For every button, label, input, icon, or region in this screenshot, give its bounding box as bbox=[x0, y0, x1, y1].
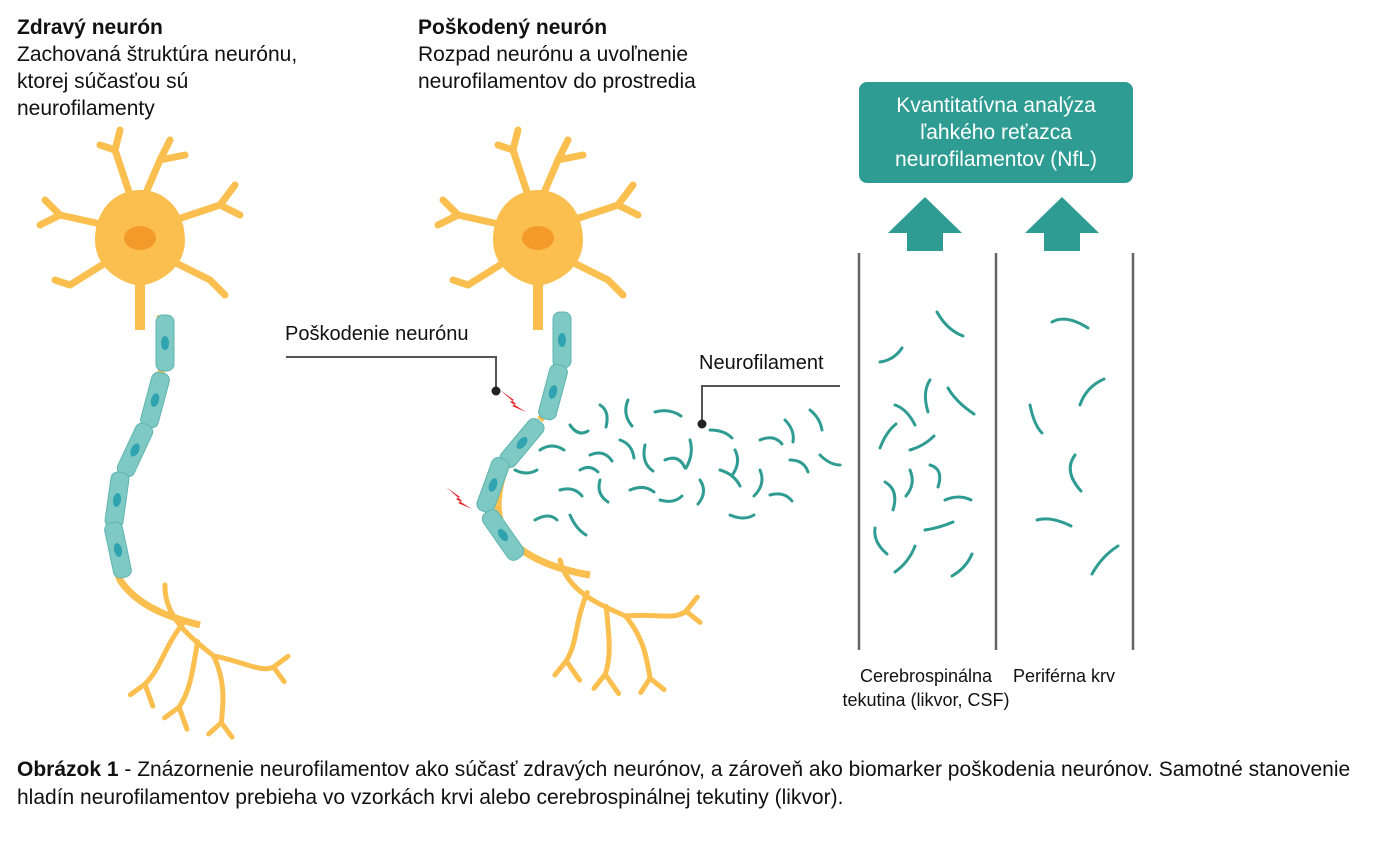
caption-label: Obrázok 1 bbox=[17, 758, 119, 781]
damaged-neuron-illustration bbox=[438, 130, 704, 700]
callout-dot bbox=[491, 386, 501, 396]
arrow-up-icon bbox=[888, 197, 962, 251]
healthy-title: Zdravý neurón bbox=[17, 16, 163, 39]
caption-text: Znázornenie neurofilamentov ako súčasť z… bbox=[17, 758, 1351, 809]
sample-columns bbox=[857, 253, 1135, 650]
blood-filaments bbox=[1028, 317, 1120, 576]
healthy-description: Zachovaná štruktúra neurónu, ktorej súča… bbox=[17, 43, 298, 120]
damaged-title: Poškodený neurón bbox=[418, 16, 608, 39]
lightning-icon bbox=[500, 390, 526, 412]
arrow-up-icon bbox=[1025, 197, 1099, 251]
callout-neurofilament: Neurofilament bbox=[699, 352, 824, 374]
callout-neuron-damage: Poškodenie neurónu bbox=[285, 323, 469, 345]
csf-label: Cerebrospinálna tekutina (likvor, CSF) bbox=[842, 666, 1010, 710]
lightning-icon bbox=[446, 487, 472, 509]
callout-dot bbox=[697, 419, 707, 429]
released-neurofilaments bbox=[513, 398, 842, 537]
healthy-neuron-illustration bbox=[40, 130, 301, 755]
damaged-description: Rozpad neurónu a uvoľnenie neurofilament… bbox=[418, 43, 696, 93]
damaged-neuron-heading: Poškodený neurón Rozpad neurónu a uvoľne… bbox=[418, 14, 798, 95]
blood-label: Periférna krv bbox=[1012, 666, 1116, 686]
figure-caption: Obrázok 1 - Znázornenie neurofilamentov … bbox=[17, 756, 1367, 812]
nfl-analysis-box: Kvantitatívna analýza ľahkého reťazca ne… bbox=[859, 82, 1133, 183]
healthy-neuron-heading: Zdravý neurón Zachovaná štruktúra neurón… bbox=[17, 14, 317, 122]
caption-separator: - bbox=[118, 758, 138, 781]
callout-lines bbox=[286, 356, 840, 424]
csf-filaments bbox=[873, 310, 976, 578]
